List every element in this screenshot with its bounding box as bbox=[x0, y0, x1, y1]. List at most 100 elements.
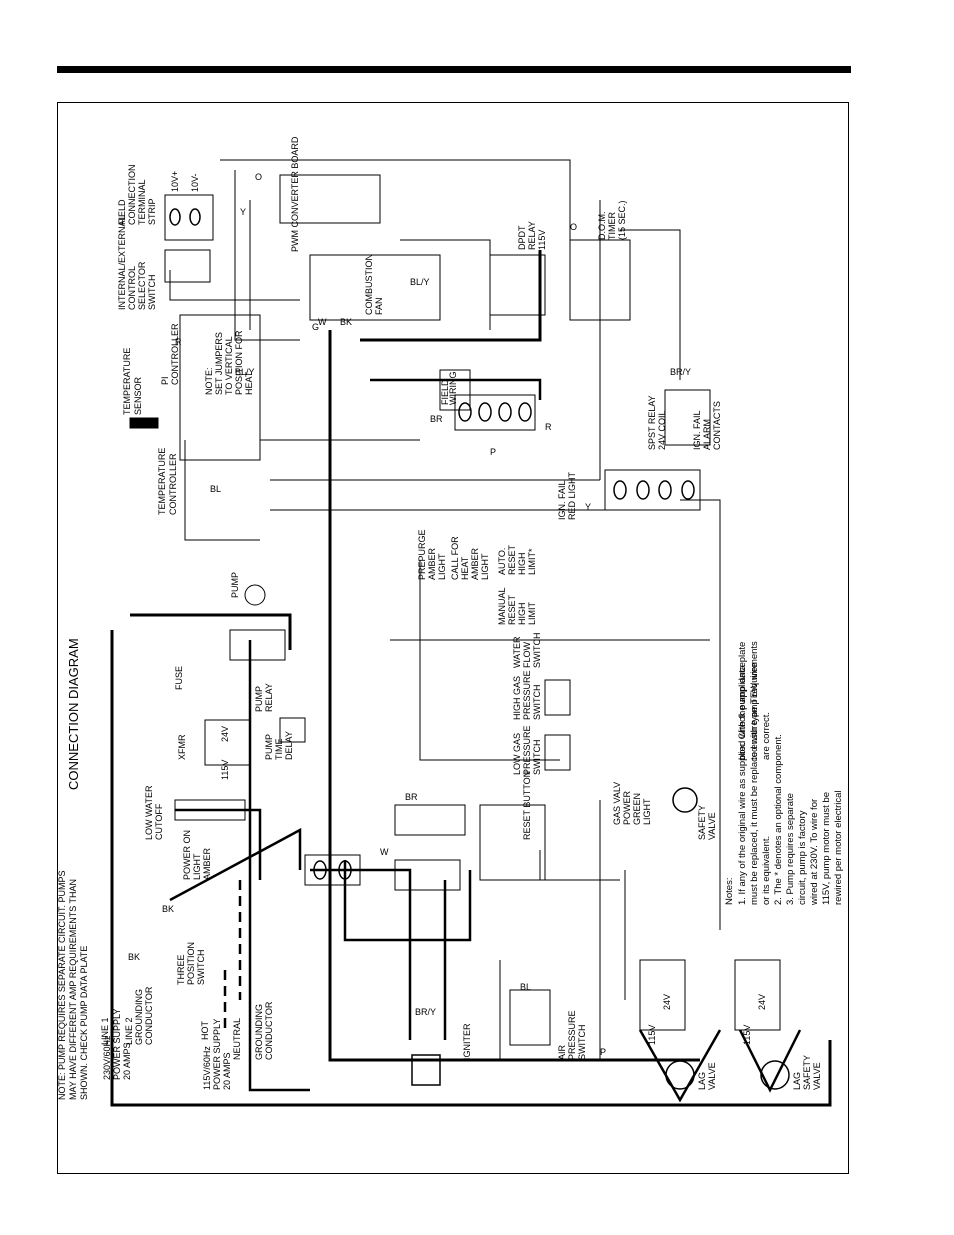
ground-2: CONDUCTOR bbox=[144, 986, 154, 1045]
hg-2: PRESSURE bbox=[522, 670, 532, 720]
lsv-115v: 115V bbox=[742, 1025, 752, 1045]
purge-2: AMBER bbox=[427, 547, 437, 580]
sv-1: SAFETY bbox=[697, 805, 707, 840]
ground-115-2: CONDUCTOR bbox=[264, 1001, 274, 1060]
igniter-plug bbox=[411, 1054, 441, 1086]
xfmr-box bbox=[204, 719, 251, 766]
heavy-wire-igniter bbox=[343, 860, 472, 942]
cfh-4: LIGHT bbox=[480, 553, 490, 580]
top-note-3: SHOWN. CHECK PUMP DATA PLATE bbox=[79, 946, 89, 1100]
wire-code-o-1: O bbox=[255, 172, 262, 182]
heavy-wire-lag-safety bbox=[738, 1029, 802, 1093]
power-115-1: 115V/60Hz bbox=[202, 1046, 212, 1090]
pump-relay-2: RELAY bbox=[264, 683, 274, 712]
terminal-strip-box bbox=[164, 194, 214, 241]
gvl-1: GAS VALV bbox=[612, 782, 622, 825]
heavy-wire-bk-fan bbox=[169, 827, 302, 902]
wire-code-p-2: P bbox=[600, 1047, 606, 1057]
ts-2: SENSOR bbox=[133, 376, 143, 415]
fan-2: FAN bbox=[374, 297, 384, 315]
note-6: circuit, pump is factory bbox=[797, 810, 808, 905]
spst-1: SPST RELAY bbox=[647, 395, 657, 450]
field-1: FIELD bbox=[117, 199, 127, 225]
cfh-2: HEAT bbox=[460, 556, 470, 580]
ign-contacts-1: IGN. FAIL bbox=[692, 410, 702, 450]
wire-code-bl-1: BL bbox=[210, 484, 221, 494]
xfmr-24v: 24V bbox=[220, 726, 230, 742]
lg-3: SWITCH bbox=[532, 740, 542, 776]
pump-label: PUMP bbox=[230, 572, 240, 598]
junction-box bbox=[304, 854, 361, 886]
power-115-3: 20 AMPS bbox=[222, 1052, 232, 1090]
note-1: 1. If any of the original wire as suppli… bbox=[737, 662, 748, 905]
sel-3: SELECTOR bbox=[137, 261, 147, 310]
terminal-plus: 10V+ bbox=[170, 171, 180, 192]
heavy-wire-lag bbox=[638, 1029, 722, 1103]
lwco-2: CUTOFF bbox=[154, 803, 164, 840]
fw-1: FIELD bbox=[440, 379, 450, 405]
ign-light-1: IGN. FAIL bbox=[557, 480, 567, 520]
wire-selector bbox=[169, 270, 300, 301]
heavy-wire-pump bbox=[130, 613, 292, 650]
sel-2: CONTROL bbox=[127, 266, 137, 310]
auto-2: RESET bbox=[507, 544, 517, 575]
wire-code-r-1: R bbox=[175, 337, 182, 347]
wire-code-w-2: W bbox=[380, 847, 389, 857]
top-rule bbox=[57, 66, 851, 73]
wire-code-bry-2: BR/Y bbox=[670, 367, 691, 377]
ign-light-2: RED LIGHT bbox=[567, 471, 577, 520]
dpdt-1: DPDT bbox=[517, 225, 527, 250]
ground-115-1: GROUNDING bbox=[254, 1004, 264, 1060]
aps-2: PRESSURE bbox=[567, 1010, 577, 1060]
pwm-board-label: PWM CONVERTER BOARD bbox=[290, 136, 300, 252]
aps-3: SWITCH bbox=[577, 1025, 587, 1061]
purge-3: LIGHT bbox=[437, 553, 447, 580]
lag-2: VALVE bbox=[707, 1062, 717, 1090]
pi-note-3: TO VERTICAL bbox=[224, 336, 234, 395]
ign-contacts-3: CONTACTS bbox=[712, 401, 722, 450]
wire-code-o-2: O bbox=[570, 222, 577, 232]
field-2: CONNECTION bbox=[127, 165, 137, 226]
reset-button-box bbox=[394, 804, 466, 836]
air-pressure-switch-box bbox=[509, 989, 551, 1046]
note-2: must be replaced, it must be replaced wi… bbox=[749, 663, 760, 905]
sel-4: SWITCH bbox=[147, 275, 157, 311]
note-4: 2. The * denotes an optional component. bbox=[773, 734, 784, 905]
wire-spst bbox=[620, 229, 681, 380]
wire-code-y-2: Y bbox=[585, 502, 591, 512]
selector-switch-box bbox=[164, 249, 211, 283]
line1-label: LINE 1 bbox=[100, 1017, 110, 1045]
aps-1: AIR bbox=[557, 1044, 567, 1060]
combustion-fan-box bbox=[309, 254, 441, 321]
heavy-wire-mid bbox=[370, 378, 542, 400]
lag-safety-xfmr bbox=[734, 959, 781, 1031]
pi-2: CONTROLLER bbox=[170, 323, 180, 385]
wire-code-y-1: Y bbox=[240, 207, 246, 217]
note-10: box. Check pump data plate bbox=[737, 642, 748, 760]
ptd-3: DELAY bbox=[284, 731, 294, 760]
wire-code-bk-1: BK bbox=[162, 904, 174, 914]
three-pos-3: SWITCH bbox=[196, 950, 206, 986]
lsv-1: LAG bbox=[792, 1072, 802, 1090]
wire-code-g: G bbox=[312, 322, 319, 332]
pump-relay-1: PUMP bbox=[254, 686, 264, 712]
ign-contacts-2: ALARM bbox=[702, 419, 712, 450]
lg-1: LOW GAS bbox=[512, 733, 522, 775]
dpdt-relay-box bbox=[489, 254, 546, 316]
tc-2: CONTROLLER bbox=[168, 453, 178, 515]
safety-valve-circle bbox=[672, 787, 698, 813]
top-note-1: NOTE: PUMP REQUIRES SEPARATE CIRCUIT. PU… bbox=[57, 870, 67, 1100]
dom-2: TIMER bbox=[607, 212, 617, 240]
spst-2: 24V COIL bbox=[657, 410, 667, 450]
pump-relay-box bbox=[229, 629, 286, 661]
power-230-3: 20 AMPS bbox=[122, 1042, 132, 1080]
hg-1: HIGH GAS bbox=[512, 676, 522, 720]
wire-o-top bbox=[220, 159, 571, 290]
manual-1: MANUAL bbox=[497, 587, 507, 625]
lag-1: LAG bbox=[697, 1072, 707, 1090]
lsv-3: VALVE bbox=[812, 1062, 822, 1090]
lag-safety-valve-circle bbox=[760, 1060, 790, 1090]
dom-3: (15 SEC.) bbox=[617, 200, 627, 240]
igniter-label: IGNITER bbox=[462, 1023, 472, 1060]
